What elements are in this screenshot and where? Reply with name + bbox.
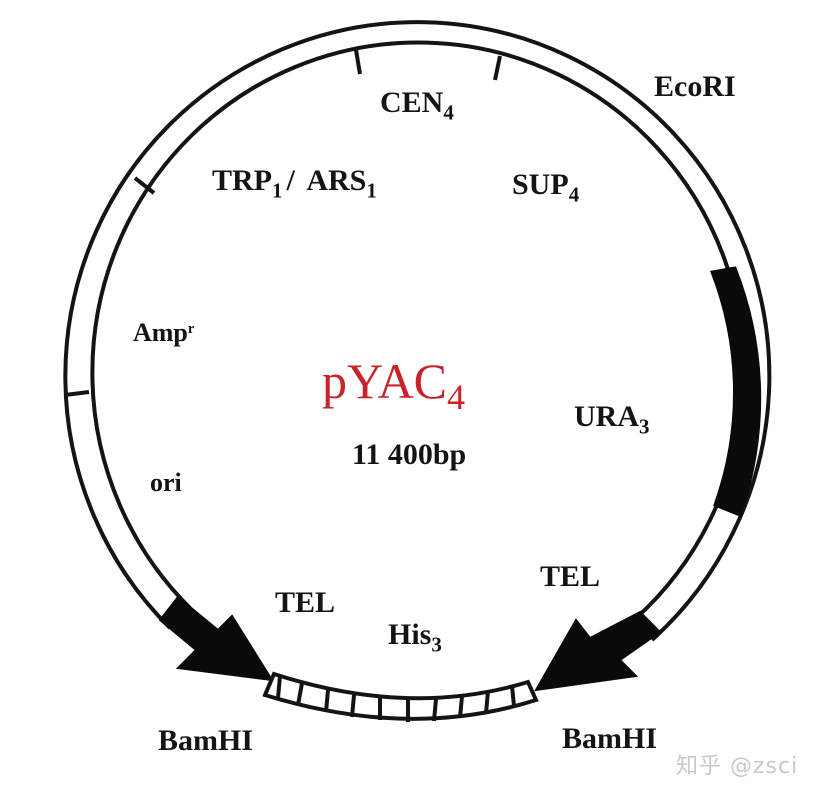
tel-arrow-right (534, 610, 662, 692)
label-ampr: Ampr (133, 318, 195, 347)
his3-segment-dividers (276, 675, 516, 722)
divider-amp-ori (64, 390, 90, 397)
label-sup4: SUP4 (512, 168, 580, 207)
label-bamhi-right: BamHI (562, 722, 658, 755)
plasmid-size: 11 400bp (352, 438, 467, 471)
label-cen4: CEN4 (380, 86, 454, 125)
divider-cen-right (493, 55, 502, 81)
plasmid-title: pYAC4 (322, 353, 466, 417)
label-ura3: URA3 (574, 400, 650, 439)
label-tel-left: TEL (275, 586, 336, 619)
label-trp1-ars1: TRP1/ ARS1 (212, 164, 377, 203)
watermark: 知乎 @zsci (676, 754, 799, 779)
tel-arrow-left (158, 595, 274, 682)
ring-outer-arc (63, 20, 772, 642)
divider-cen-left (354, 49, 362, 75)
label-tel-right: TEL (540, 560, 601, 593)
ura3-segment (709, 266, 762, 517)
ring-dividers (64, 49, 502, 397)
label-ori: ori (150, 468, 182, 497)
label-bamhi-left: BamHI (158, 724, 254, 757)
divider-trp (133, 176, 156, 195)
his3-segment (262, 671, 539, 722)
label-his3: His3 (388, 618, 442, 657)
label-ecori: EcoRI (654, 70, 736, 103)
